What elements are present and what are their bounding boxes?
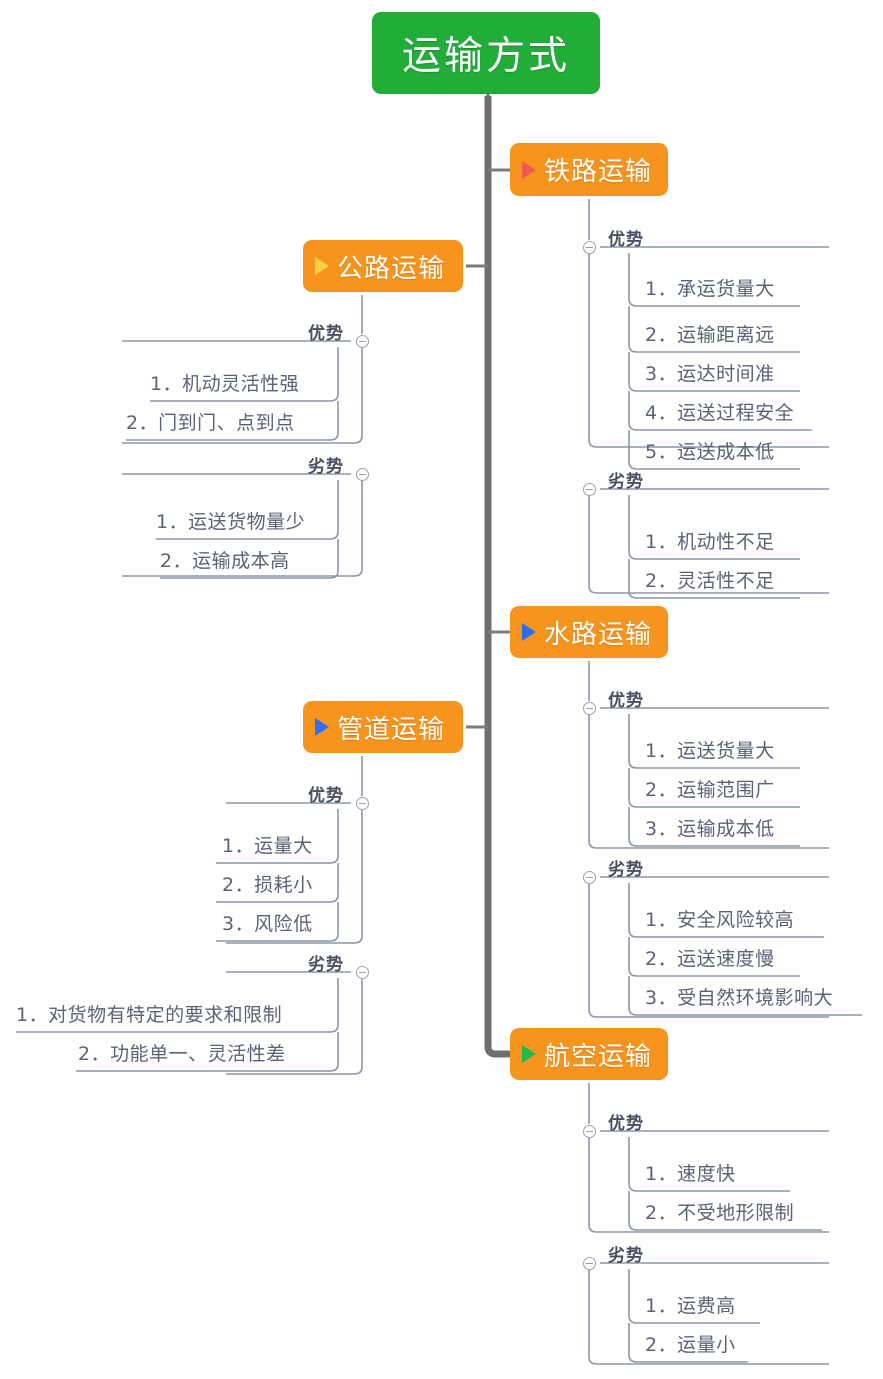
leaf-item[interactable]: 1．运费高: [645, 1295, 736, 1317]
leaf-item[interactable]: 4．运送过程安全: [645, 402, 795, 424]
topic-node-aviation[interactable]: 航空运输: [510, 1028, 668, 1080]
root-label: 运输方式: [401, 34, 570, 79]
collapse-toggle-road-cons[interactable]: [356, 468, 369, 481]
collapse-toggle-pipeline-pros[interactable]: [356, 797, 369, 810]
leaf-item[interactable]: 1．安全风险较高: [645, 909, 795, 931]
group-heading-water-cons: 劣势: [608, 860, 644, 880]
leaf-item[interactable]: 2．运量小: [645, 1334, 736, 1356]
group-heading-road-pros: 优势: [308, 324, 344, 344]
root-node[interactable]: 运输方式: [372, 12, 600, 94]
leaf-item[interactable]: 2．不受地形限制: [645, 1202, 795, 1224]
group-heading-pipeline-pros: 优势: [308, 786, 344, 806]
group-heading-aviation-cons: 劣势: [608, 1246, 644, 1266]
leaf-item[interactable]: 1．机动性不足: [645, 531, 775, 553]
leaf-item[interactable]: 1．运送货物量少: [156, 511, 306, 533]
group-heading-water-pros: 优势: [608, 691, 644, 711]
triangle-right-icon: [522, 1045, 536, 1063]
collapse-toggle-aviation-pros[interactable]: [583, 1125, 596, 1138]
leaf-item[interactable]: 1．运量大: [222, 835, 313, 857]
triangle-right-icon: [315, 257, 329, 275]
topic-label-road: 公路运输: [337, 253, 446, 284]
collapse-toggle-road-pros[interactable]: [356, 335, 369, 348]
triangle-right-icon: [522, 623, 536, 641]
group-heading-pipeline-cons: 劣势: [308, 955, 344, 975]
leaf-item[interactable]: 1．运送货量大: [645, 740, 775, 762]
topic-node-water[interactable]: 水路运输: [510, 606, 668, 658]
leaf-item[interactable]: 1．对货物有特定的要求和限制: [16, 1004, 283, 1026]
leaf-item[interactable]: 2．运输成本高: [160, 550, 290, 572]
topic-label-pipeline: 管道运输: [337, 714, 446, 745]
leaf-item[interactable]: 2．运输范围广: [645, 779, 775, 801]
leaf-item[interactable]: 1．机动灵活性强: [150, 373, 300, 395]
group-heading-railway-pros: 优势: [608, 230, 644, 250]
topic-label-railway: 铁路运输: [544, 157, 653, 187]
leaf-item[interactable]: 3．风险低: [222, 913, 313, 935]
collapse-toggle-railway-cons[interactable]: [583, 483, 596, 496]
topic-node-pipeline[interactable]: 管道运输: [303, 701, 463, 753]
triangle-right-icon: [522, 160, 536, 179]
triangle-right-icon: [315, 718, 329, 736]
leaf-item[interactable]: 3．受自然环境影响大: [645, 987, 834, 1009]
leaf-item[interactable]: 2．功能单一、灵活性差: [78, 1043, 286, 1065]
group-heading-railway-cons: 劣势: [608, 472, 644, 492]
leaf-item[interactable]: 3．运达时间准: [645, 363, 775, 385]
topic-label-aviation: 航空运输: [544, 1041, 653, 1072]
collapse-toggle-pipeline-cons[interactable]: [356, 966, 369, 979]
leaf-item[interactable]: 2．灵活性不足: [645, 570, 775, 592]
leaf-item[interactable]: 2．损耗小: [222, 874, 313, 896]
collapse-toggle-railway-pros[interactable]: [583, 241, 596, 254]
leaf-item[interactable]: 1．速度快: [645, 1163, 736, 1185]
group-heading-aviation-pros: 优势: [608, 1114, 644, 1134]
leaf-item[interactable]: 3．运输成本低: [645, 818, 775, 840]
leaf-item[interactable]: 2．运输距离远: [645, 324, 775, 346]
leaf-item[interactable]: 5．运送成本低: [645, 441, 775, 463]
collapse-toggle-water-cons[interactable]: [583, 871, 596, 884]
topic-node-railway[interactable]: 铁路运输: [510, 143, 668, 196]
group-heading-road-cons: 劣势: [308, 457, 344, 477]
leaf-item[interactable]: 2．运送速度慢: [645, 948, 775, 970]
topic-node-road[interactable]: 公路运输: [303, 240, 463, 292]
leaf-item[interactable]: 1．承运货量大: [645, 278, 775, 300]
collapse-toggle-aviation-cons[interactable]: [583, 1257, 596, 1270]
collapse-toggle-water-pros[interactable]: [583, 702, 596, 715]
leaf-item[interactable]: 2．门到门、点到点: [126, 412, 295, 434]
topic-label-water: 水路运输: [544, 619, 653, 650]
